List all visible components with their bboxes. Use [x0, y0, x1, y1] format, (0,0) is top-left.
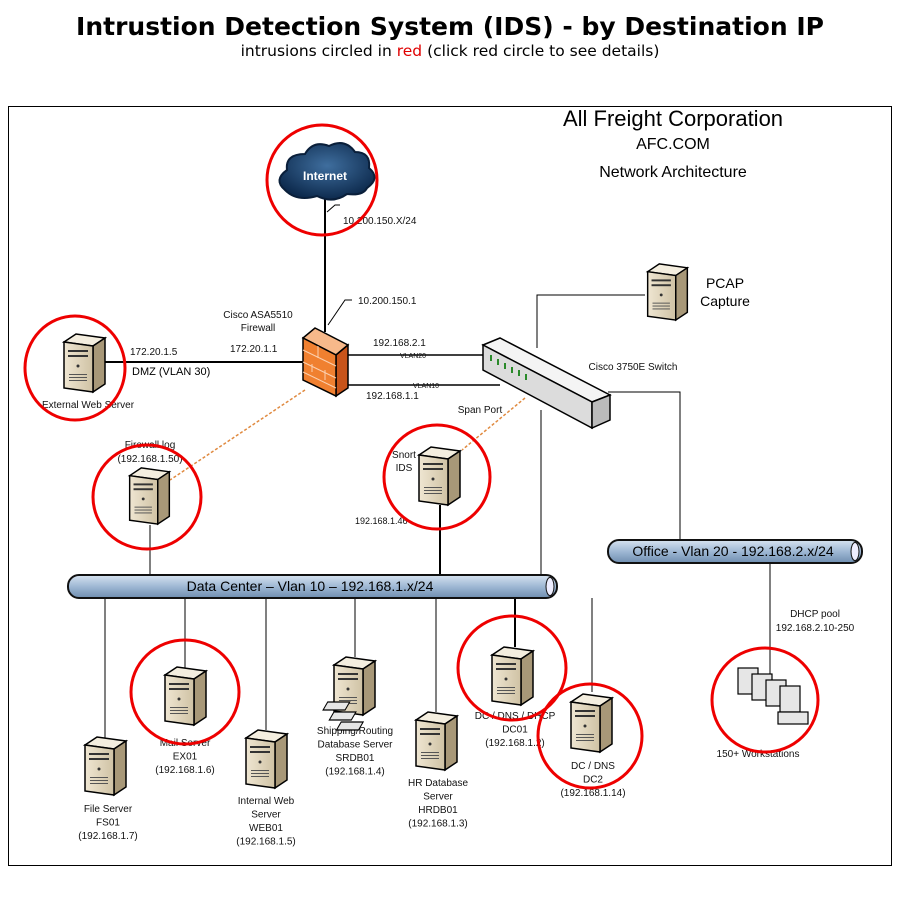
intrusion-circle-external-web-server[interactable] — [23, 314, 127, 422]
dc01-server-label-line: (192.168.1.2) — [485, 738, 545, 749]
internal-web-server-label-line: Internal Web — [238, 796, 295, 807]
mail-server-label-line: EX01 — [173, 752, 198, 763]
company-domain: AFC.COM — [636, 136, 710, 153]
firewall-outside-ip: 10.200.150.1 — [358, 296, 417, 307]
file-server-icon — [84, 736, 127, 796]
internet-subnet: 10.200.150.X/24 — [343, 216, 417, 227]
internal-web-server-label-line: (192.168.1.5) — [236, 837, 296, 848]
external-web-server-ip: 172.20.1.5 — [130, 347, 178, 358]
intrusion-circle-snort-ids[interactable] — [382, 423, 492, 531]
company-name: All Freight Corporation — [563, 106, 783, 131]
shipping-db-server-label-line: SRDB01 — [336, 753, 375, 764]
subtitle-prefix: intrusions circled in — [240, 42, 397, 60]
switch-label: Cisco 3750E Switch — [589, 362, 678, 373]
subtitle-red-word: red — [396, 42, 423, 60]
snort-ip: 192.168.1.46 — [355, 516, 408, 526]
dc2-server-label-line: DC / DNS — [571, 761, 615, 772]
pcap-label-line1: PCAP — [706, 275, 744, 291]
snort-label-line1: Snort — [392, 450, 416, 461]
shipping-db-server-label-line: Database Server — [317, 740, 393, 751]
shipping-db-server-label-line: (192.168.1.4) — [325, 767, 385, 778]
dhcp-pool-line1: DHCP pool — [790, 609, 840, 620]
dhcp-pool-line2: 192.168.2.10-250 — [776, 623, 855, 634]
page-title: Intrustion Detection System (IDS) - by D… — [76, 12, 824, 41]
firewall-log-line2: (192.168.1.50) — [117, 454, 182, 465]
office-vlan-bar: Office - Vlan 20 - 192.168.2.x/24 — [607, 539, 863, 564]
pcap-server-icon — [646, 263, 689, 321]
hr-db-server-label-line: Server — [423, 792, 453, 803]
intrusion-circle-dc01[interactable] — [456, 614, 568, 722]
hr-db-server-label-line: (192.168.1.3) — [408, 819, 468, 830]
intrusion-circle-workstations[interactable] — [710, 646, 820, 754]
workstations-label: 150+ Workstations — [717, 749, 800, 760]
mail-server-label-line: (192.168.1.6) — [155, 765, 215, 776]
intrusion-circle-internet[interactable] — [265, 123, 379, 237]
internet-label: Internet — [303, 169, 347, 183]
dc01-server-label-line: DC / DNS / DHCP — [475, 711, 556, 722]
datacenter-vlan-bar: Data Center – Vlan 10 – 192.168.1.x/24 — [67, 574, 558, 599]
file-server-label-line: (192.168.1.7) — [78, 831, 138, 842]
snort-label-line2: IDS — [396, 463, 413, 474]
dc2-server-label-line: (192.168.1.14) — [560, 788, 625, 799]
workstations-icon — [322, 667, 809, 731]
firewall-name-line2: Firewall — [241, 323, 275, 334]
internal-web-server-label-line: Server — [251, 810, 281, 821]
dc01-server-label-line: DC01 — [502, 725, 528, 736]
subtitle-suffix: (click red circle to see details) — [422, 42, 660, 60]
external-web-server-label: External Web Server — [42, 400, 135, 411]
intrusion-circle-mail-server[interactable] — [129, 638, 241, 746]
file-server-label-line: File Server — [84, 804, 133, 815]
shipping-db-server-label-line: Shipping/Routing — [317, 726, 393, 737]
snort-ids-server-icon — [418, 446, 461, 506]
pcap-label-line2: Capture — [700, 293, 750, 309]
hr-db-server-label-line: HRDB01 — [418, 805, 458, 816]
firewall-name-line1: Cisco ASA5510 — [223, 310, 293, 321]
dc2-server-icon — [570, 693, 613, 753]
intrusion-circle-firewall-log[interactable] — [91, 443, 203, 551]
internet-cloud-icon: Internet — [278, 142, 376, 201]
file-server-label-line: FS01 — [96, 818, 120, 829]
dc2-server-label-line: DC2 — [583, 775, 603, 786]
intrusion-circles — [23, 123, 820, 790]
dmz-label: DMZ (VLAN 30) — [132, 366, 210, 378]
internal-web-server-label-line: WEB01 — [249, 823, 283, 834]
firewall-icon — [301, 327, 350, 398]
vlan10-label: VLAN10 — [413, 383, 439, 390]
network-links — [104, 198, 771, 740]
office-bar-label: Office - Vlan 20 - 192.168.2.x/24 — [632, 543, 834, 559]
span-links — [169, 389, 526, 481]
datacenter-bar-label: Data Center – Vlan 10 – 192.168.1.x/24 — [187, 578, 434, 594]
hr-db-server-icon — [415, 711, 458, 771]
mail-server-icon — [164, 666, 207, 726]
firewall-log-server-icon — [128, 467, 171, 525]
intrusion-circle-dc2[interactable] — [536, 682, 644, 790]
span-port-label: Span Port — [458, 405, 503, 416]
hr-db-server-label-line: HR Database — [408, 778, 468, 789]
external-web-server-icon — [63, 333, 106, 393]
internal-web-server-icon — [245, 729, 288, 789]
firewall-vlan10-ip: 192.168.1.1 — [366, 391, 419, 402]
firewall-vlan20-ip: 192.168.2.1 — [373, 338, 426, 349]
diagram-subtitle: Network Architecture — [599, 164, 747, 181]
page-subtitle: intrusions circled in red (click red cir… — [0, 42, 900, 60]
firewall-dmz-ip: 172.20.1.1 — [230, 344, 278, 355]
switch-icon — [481, 337, 612, 430]
dc01-server-icon — [491, 646, 534, 706]
vlan20-label: VLAN20 — [400, 353, 426, 360]
